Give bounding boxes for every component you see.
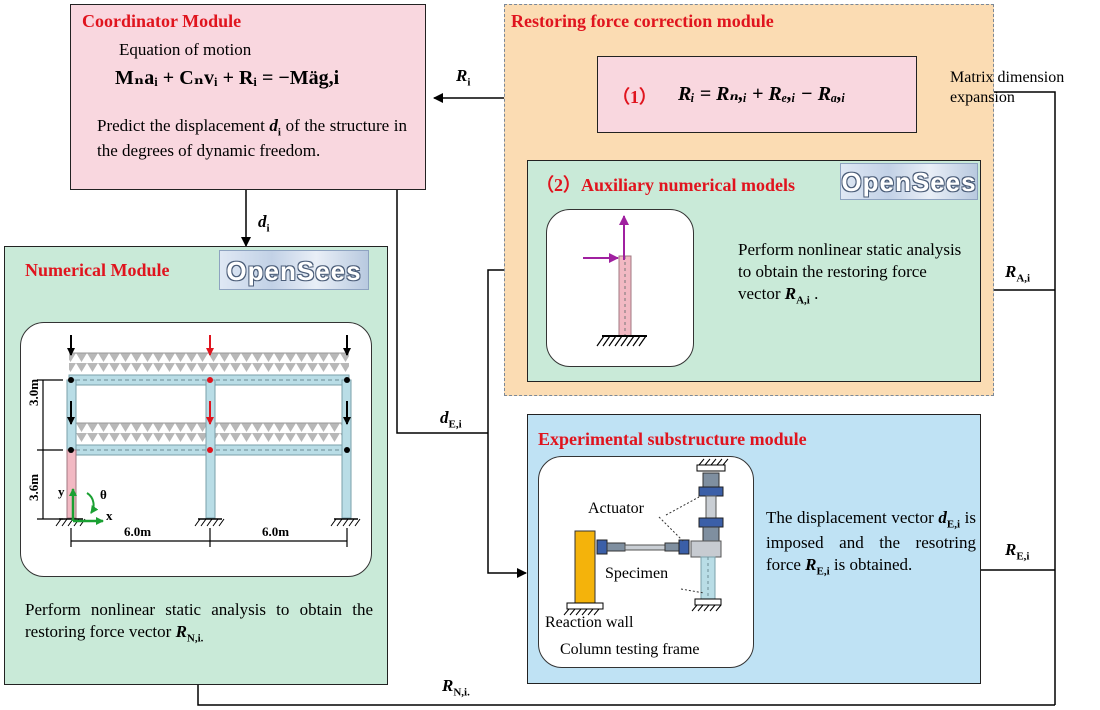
test-setup-card [538,456,754,668]
opensees-logo-aux: OpenSees [840,163,978,200]
coordinator-module: Coordinator Module Equation of motion Mₙ… [70,4,426,190]
frame-model-drawing [37,335,361,547]
dei-line [396,190,488,434]
rni-label: RN,i. [442,676,470,699]
matrix-expansion-label: Matrix dimension expansion [950,69,1065,106]
dei-to-exp-arrow [487,433,527,578]
reaction-wall [574,530,596,604]
coordinator-subtitle: Equation of motion [119,40,252,59]
numerical-title: Numerical Module [25,260,170,280]
opensees-logo-numerical: OpenSees [219,250,369,290]
reaction-wall-label: Reaction wall [545,614,634,631]
restoring-equation-box: （1） Rᵢ = Rₙ,ᵢ + Rₑ,ᵢ − Rₐ,ᵢ [597,56,917,133]
restoring-equation: Rᵢ = Rₙ,ᵢ + Rₑ,ᵢ − Rₐ,ᵢ [678,83,846,105]
rei-label: RE,i [1005,540,1030,563]
coordinator-description: Predict the displacement di of the struc… [97,116,408,160]
ri-label: Ri [456,66,471,89]
dim-3-6m: 3.6m [26,473,41,501]
rai-label: RA,i [1005,262,1031,285]
equation-of-motion: Mₙaᵢ + Cₙvᵢ + Rᵢ = −Mäg,i [115,67,340,89]
specimen-label: Specimen [605,565,669,582]
actuator-label: Actuator [588,500,644,517]
dim-6-0m-right: 6.0m [262,524,290,539]
numerical-description: Perform nonlinear static analysis to obt… [25,600,373,645]
coordinator-title: Coordinator Module [82,11,242,31]
rni-line [197,685,1055,706]
test-setup-drawing [563,458,729,616]
theta-arrow [86,492,99,514]
auxiliary-column-card [546,209,694,367]
left-lower-column-specimen [66,449,77,519]
aux-description: Perform nonlinear static analysis to obt… [738,240,962,307]
dim-3-0m: 3.0m [26,378,41,406]
dim-6-0m-left: 6.0m [124,524,152,539]
aux-column-drawing [583,215,647,347]
restoring-title: Restoring force correction module [511,11,774,31]
experimental-description: The displacement vector dE,i is imposed … [766,508,977,578]
experimental-title: Experimental substructure module [538,429,807,449]
column-frame-label: Column testing frame [560,641,700,658]
axis-x-label: x [106,508,113,523]
step1-label: （1） [612,87,657,107]
dei-label: dE,i [440,408,462,431]
axis-theta-label: θ [100,487,107,502]
step2-label: （2）Auxiliary numerical models [536,175,795,195]
axis-y-label: y [58,484,65,499]
frame-model-card [20,322,372,577]
di-label: di [258,212,270,235]
